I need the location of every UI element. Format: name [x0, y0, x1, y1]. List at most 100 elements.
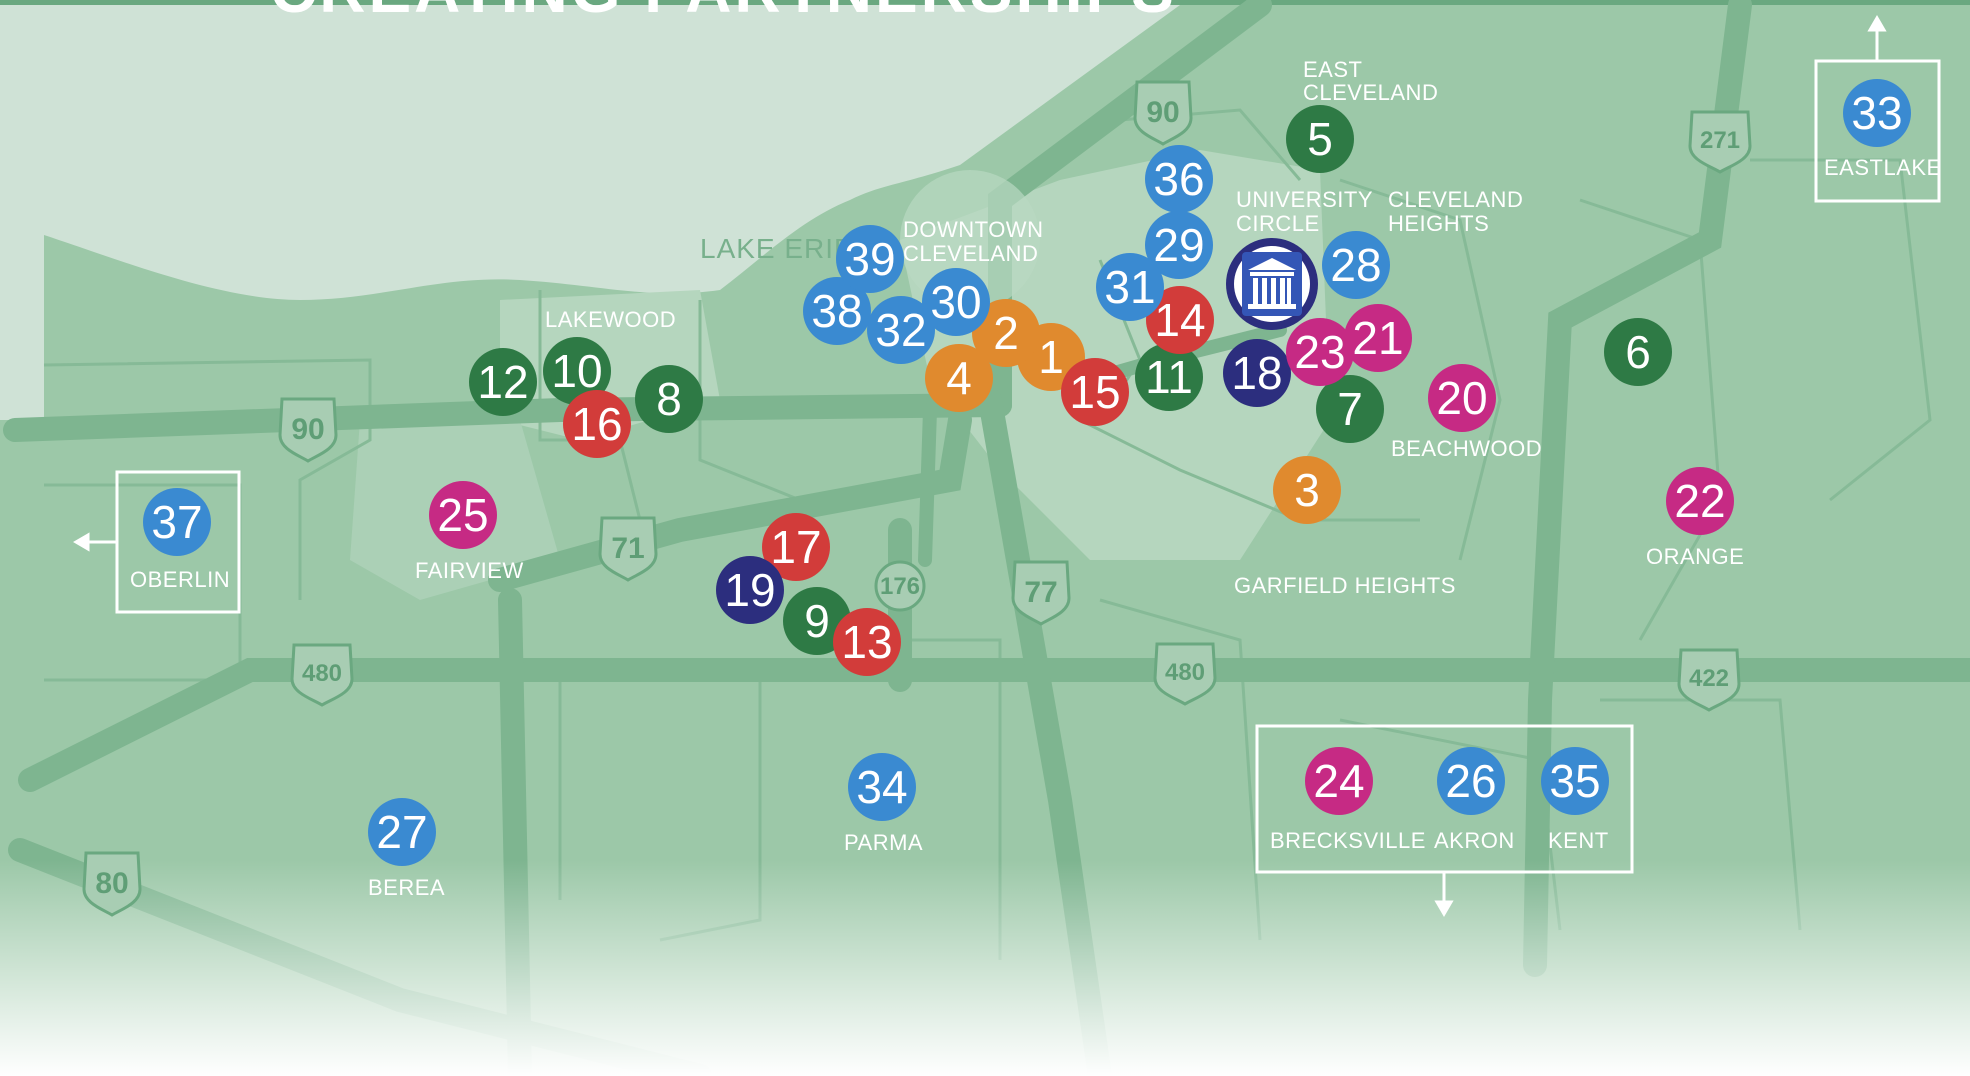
label-downtown-cleveland-1: DOWNTOWN — [903, 217, 1043, 242]
marker-28: 28 — [1322, 231, 1390, 299]
marker-29: 29 — [1145, 211, 1213, 279]
marker-number: 6 — [1625, 326, 1651, 378]
marker-22: 22 — [1666, 467, 1734, 535]
marker-number: 19 — [724, 564, 775, 616]
marker-11: 11 — [1135, 343, 1203, 411]
marker-12: 12 — [469, 348, 537, 416]
label-east-cleveland-2: CLEVELAND — [1303, 80, 1438, 105]
marker-25: 25 — [429, 481, 497, 549]
place-labels: EAST CLEVELAND UNIVERSITY CIRCLE CLEVELA… — [130, 57, 1941, 900]
svg-text:422: 422 — [1689, 665, 1729, 692]
marker-circle — [848, 753, 916, 821]
marker-number: 21 — [1352, 312, 1403, 364]
marker-number: 29 — [1153, 219, 1204, 271]
arrow-left-icon — [73, 532, 90, 552]
marker-27: 27 — [368, 798, 436, 866]
marker-number: 37 — [151, 496, 202, 548]
label-university-circle-1: UNIVERSITY — [1236, 187, 1373, 212]
marker-number: 7 — [1337, 383, 1363, 435]
marker-number: 2 — [993, 307, 1019, 359]
marker-number: 3 — [1294, 464, 1320, 516]
label-fairview: FAIRVIEW — [415, 558, 524, 583]
marker-number: 15 — [1069, 366, 1120, 418]
label-downtown-cleveland-2: CLEVELAND — [903, 241, 1038, 266]
marker-circle — [833, 608, 901, 676]
marker-number: 32 — [875, 304, 926, 356]
outlying-arrows — [73, 15, 1887, 917]
marker-34: 34 — [848, 753, 916, 821]
marker-20: 20 — [1428, 364, 1496, 432]
marker-circle — [1096, 253, 1164, 321]
marker-number: 38 — [811, 285, 862, 337]
highway-shield-90-west: 90 — [278, 397, 338, 463]
marker-circle — [1437, 747, 1505, 815]
marker-circle — [867, 296, 935, 364]
label-university-circle-2: CIRCLE — [1236, 211, 1320, 236]
marker-number: 33 — [1851, 87, 1902, 139]
marker-30: 30 — [922, 268, 990, 336]
arrow-down-icon — [1434, 900, 1454, 917]
highway-shield-80: 80 — [82, 851, 142, 917]
marker-circle — [1286, 105, 1354, 173]
marker-number: 34 — [856, 761, 907, 813]
marker-26: 26 — [1437, 747, 1505, 815]
marker-number: 10 — [551, 345, 602, 397]
label-garfield-heights: GARFIELD HEIGHTS — [1234, 573, 1456, 598]
marker-4: 4 — [925, 344, 993, 412]
marker-circle — [972, 299, 1040, 367]
marker-2: 2 — [972, 299, 1040, 367]
marker-number: 39 — [844, 233, 895, 285]
highway-shield-422: 422 — [1677, 648, 1741, 712]
marker-circle — [1428, 364, 1496, 432]
marker-number: 17 — [770, 521, 821, 573]
marker-23: 23 — [1286, 318, 1354, 386]
marker-circle — [1223, 339, 1291, 407]
marker-39: 39 — [836, 225, 904, 293]
marker-18: 18 — [1223, 339, 1291, 407]
svg-text:90: 90 — [1146, 96, 1179, 129]
label-berea: BEREA — [368, 875, 445, 900]
marker-circle — [1666, 467, 1734, 535]
label-lakewood: LAKEWOOD — [545, 307, 676, 332]
arrow-up-icon — [1867, 15, 1887, 32]
marker-circle — [543, 337, 611, 405]
marker-5: 5 — [1286, 105, 1354, 173]
heading: CREATING PARTNERSHIPS — [270, 0, 1177, 26]
marker-circle — [1604, 318, 1672, 386]
highway-shield-271: 271 — [1688, 110, 1752, 174]
marker-circle — [469, 348, 537, 416]
marker-number: 13 — [841, 616, 892, 668]
marker-circle — [143, 488, 211, 556]
marker-8: 8 — [635, 365, 703, 433]
marker-10: 10 — [543, 337, 611, 405]
marker-number: 8 — [656, 373, 682, 425]
label-parma: PARMA — [844, 830, 923, 855]
marker-number: 9 — [804, 595, 830, 647]
marker-33: 33 — [1843, 79, 1911, 147]
marker-number: 20 — [1436, 372, 1487, 424]
marker-circle — [1286, 318, 1354, 386]
marker-circle — [925, 344, 993, 412]
marker-circle — [1145, 211, 1213, 279]
marker-circle — [1135, 343, 1203, 411]
highway-shield-77: 77 — [1011, 560, 1071, 626]
marker-35: 35 — [1541, 747, 1609, 815]
marker-38: 38 — [803, 277, 871, 345]
marker-circle — [1322, 231, 1390, 299]
marker-number: 31 — [1104, 261, 1155, 313]
label-orange: ORANGE — [1646, 544, 1744, 569]
downtown-highlight — [900, 170, 1040, 310]
label-east-cleveland-1: EAST — [1303, 57, 1362, 82]
marker-circle — [1305, 747, 1373, 815]
svg-text:77: 77 — [1024, 576, 1057, 609]
marker-circle — [1146, 286, 1214, 354]
marker-number: 30 — [930, 276, 981, 328]
label-akron: AKRON — [1434, 828, 1515, 853]
svg-text:480: 480 — [302, 660, 342, 687]
marker-number: 18 — [1231, 347, 1282, 399]
marker-circle — [922, 268, 990, 336]
marker-number: 28 — [1330, 239, 1381, 291]
